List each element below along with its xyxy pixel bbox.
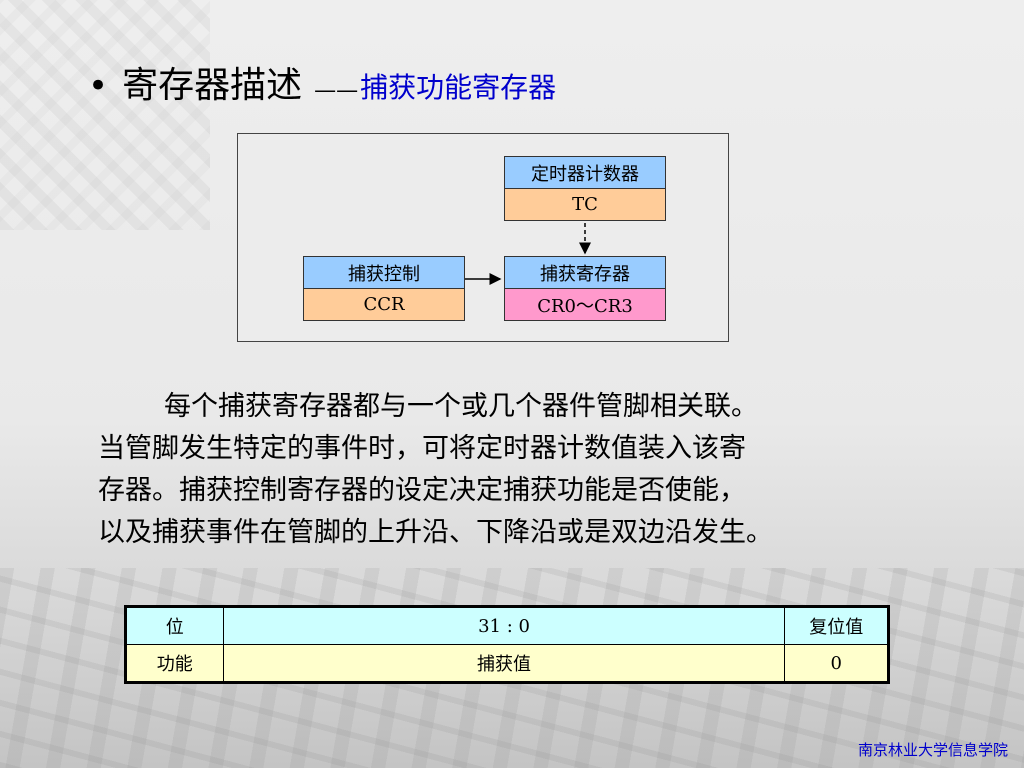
capture-register-block: 捕获寄存器 CR0～CR3 [504, 256, 666, 321]
timer-counter-block: 定时器计数器 TC [504, 156, 666, 221]
capture-register-abbr: CR0～CR3 [504, 289, 666, 321]
title-dash: —— [314, 78, 359, 103]
cell-function-label: 功能 [125, 644, 224, 683]
capture-control-block: 捕获控制 CCR [303, 256, 465, 321]
register-table: 位 31 : 0 复位值 功能 捕获值 0 [124, 605, 890, 684]
title-subtitle: 捕获功能寄存器 [360, 71, 557, 104]
bullet-icon: • [88, 66, 109, 106]
slide-title: • 寄存器描述 —— 捕获功能寄存器 [88, 56, 556, 106]
capture-register-name: 捕获寄存器 [504, 256, 666, 289]
capture-control-name: 捕获控制 [303, 256, 465, 289]
timer-counter-name: 定时器计数器 [504, 156, 666, 189]
cell-reset-value: 0 [784, 644, 889, 683]
title-main: 寄存器描述 [122, 65, 303, 106]
capture-diagram: 定时器计数器 TC 捕获控制 CCR 捕获寄存器 CR0～CR3 [237, 133, 729, 342]
paragraph-line-4: 以及捕获事件在管脚的上升沿、下降沿或是双边沿发生。 [98, 517, 773, 548]
timer-counter-abbr: TC [504, 189, 666, 221]
table-row: 功能 捕获值 0 [125, 644, 889, 683]
diagram-arrows [465, 223, 591, 285]
description-paragraph: 每个捕获寄存器都与一个或几个器件管脚相关联。 当管脚发生特定的事件时，可将定时器… [98, 386, 938, 554]
paragraph-line-2: 当管脚发生特定的事件时，可将定时器计数值装入该寄 [98, 433, 746, 464]
paragraph-line-3: 存器。捕获控制寄存器的设定决定捕获功能是否使能， [98, 475, 746, 506]
footer-institution: 南京林业大学信息学院 [857, 741, 1008, 759]
background-decoration [0, 0, 210, 230]
header-bit: 位 [125, 606, 224, 645]
paragraph-line-1: 每个捕获寄存器都与一个或几个器件管脚相关联。 [164, 391, 758, 422]
cell-capture-value: 捕获值 [222, 644, 786, 683]
header-reset-value: 复位值 [784, 606, 889, 645]
table-header-row: 位 31 : 0 复位值 [125, 606, 889, 645]
header-bit-range: 31 : 0 [222, 606, 786, 645]
capture-control-abbr: CCR [303, 289, 465, 321]
